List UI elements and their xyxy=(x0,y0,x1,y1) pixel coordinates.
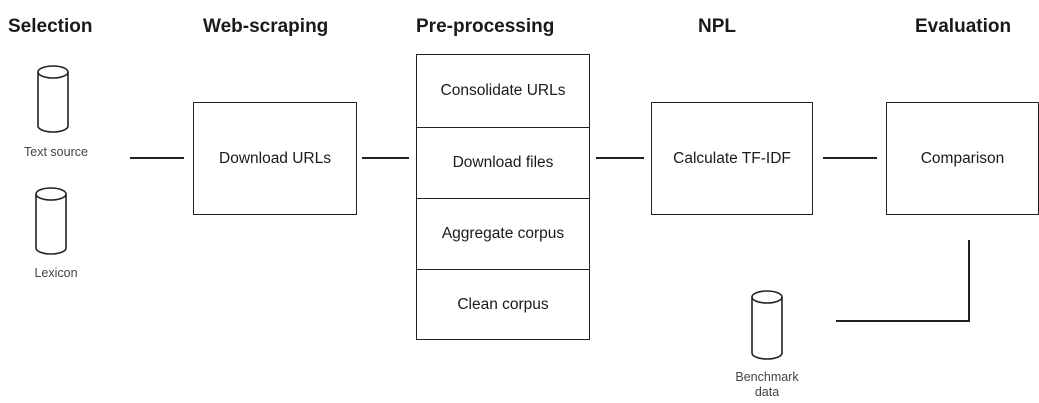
step-clean-corpus-label: Clean corpus xyxy=(457,295,549,313)
heading-pre-processing: Pre-processing xyxy=(416,16,555,37)
heading-selection: Selection xyxy=(8,16,93,37)
heading-npl: NPL xyxy=(698,16,736,37)
comparison-label: Comparison xyxy=(920,149,1005,167)
connector-benchmark-vertical xyxy=(968,240,970,322)
step-download-files-label: Download files xyxy=(452,154,554,171)
connector-benchmark-horizontal xyxy=(836,320,970,322)
text-source-database-icon xyxy=(37,65,69,133)
download-urls-label: Download URLs xyxy=(219,149,331,167)
connector-selection-to-scraping xyxy=(130,157,184,159)
calculate-tfidf-label: Calculate TF-IDF xyxy=(673,149,791,167)
pre-processing-stack: Consolidate URLs Download files Aggregat… xyxy=(416,54,590,340)
benchmark-data-label: Benchmark data xyxy=(735,370,799,399)
step-divider xyxy=(417,269,589,270)
step-download-files: Download files xyxy=(417,128,589,198)
benchmark-database-icon xyxy=(751,290,783,360)
connector-preprocessing-to-npl xyxy=(596,157,644,159)
step-consolidate-urls-label: Consolidate URLs xyxy=(440,82,566,99)
step-aggregate-corpus-label: Aggregate corpus xyxy=(441,225,565,242)
lexicon-database-icon xyxy=(35,187,67,255)
step-aggregate-corpus: Aggregate corpus xyxy=(417,199,589,269)
heading-evaluation: Evaluation xyxy=(915,16,1012,37)
heading-web-scraping: Web-scraping xyxy=(203,16,329,37)
step-divider xyxy=(417,198,589,199)
comparison-box: Comparison xyxy=(886,102,1039,215)
step-divider xyxy=(417,127,589,128)
connector-npl-to-evaluation xyxy=(823,157,877,159)
calculate-tfidf-box: Calculate TF-IDF xyxy=(651,102,813,215)
text-source-label: Text source xyxy=(24,145,88,159)
step-consolidate-urls: Consolidate URLs xyxy=(417,55,589,127)
connector-scraping-to-preprocessing xyxy=(362,157,409,159)
lexicon-label: Lexicon xyxy=(34,266,78,280)
step-clean-corpus: Clean corpus xyxy=(417,270,589,339)
download-urls-box: Download URLs xyxy=(193,102,357,215)
